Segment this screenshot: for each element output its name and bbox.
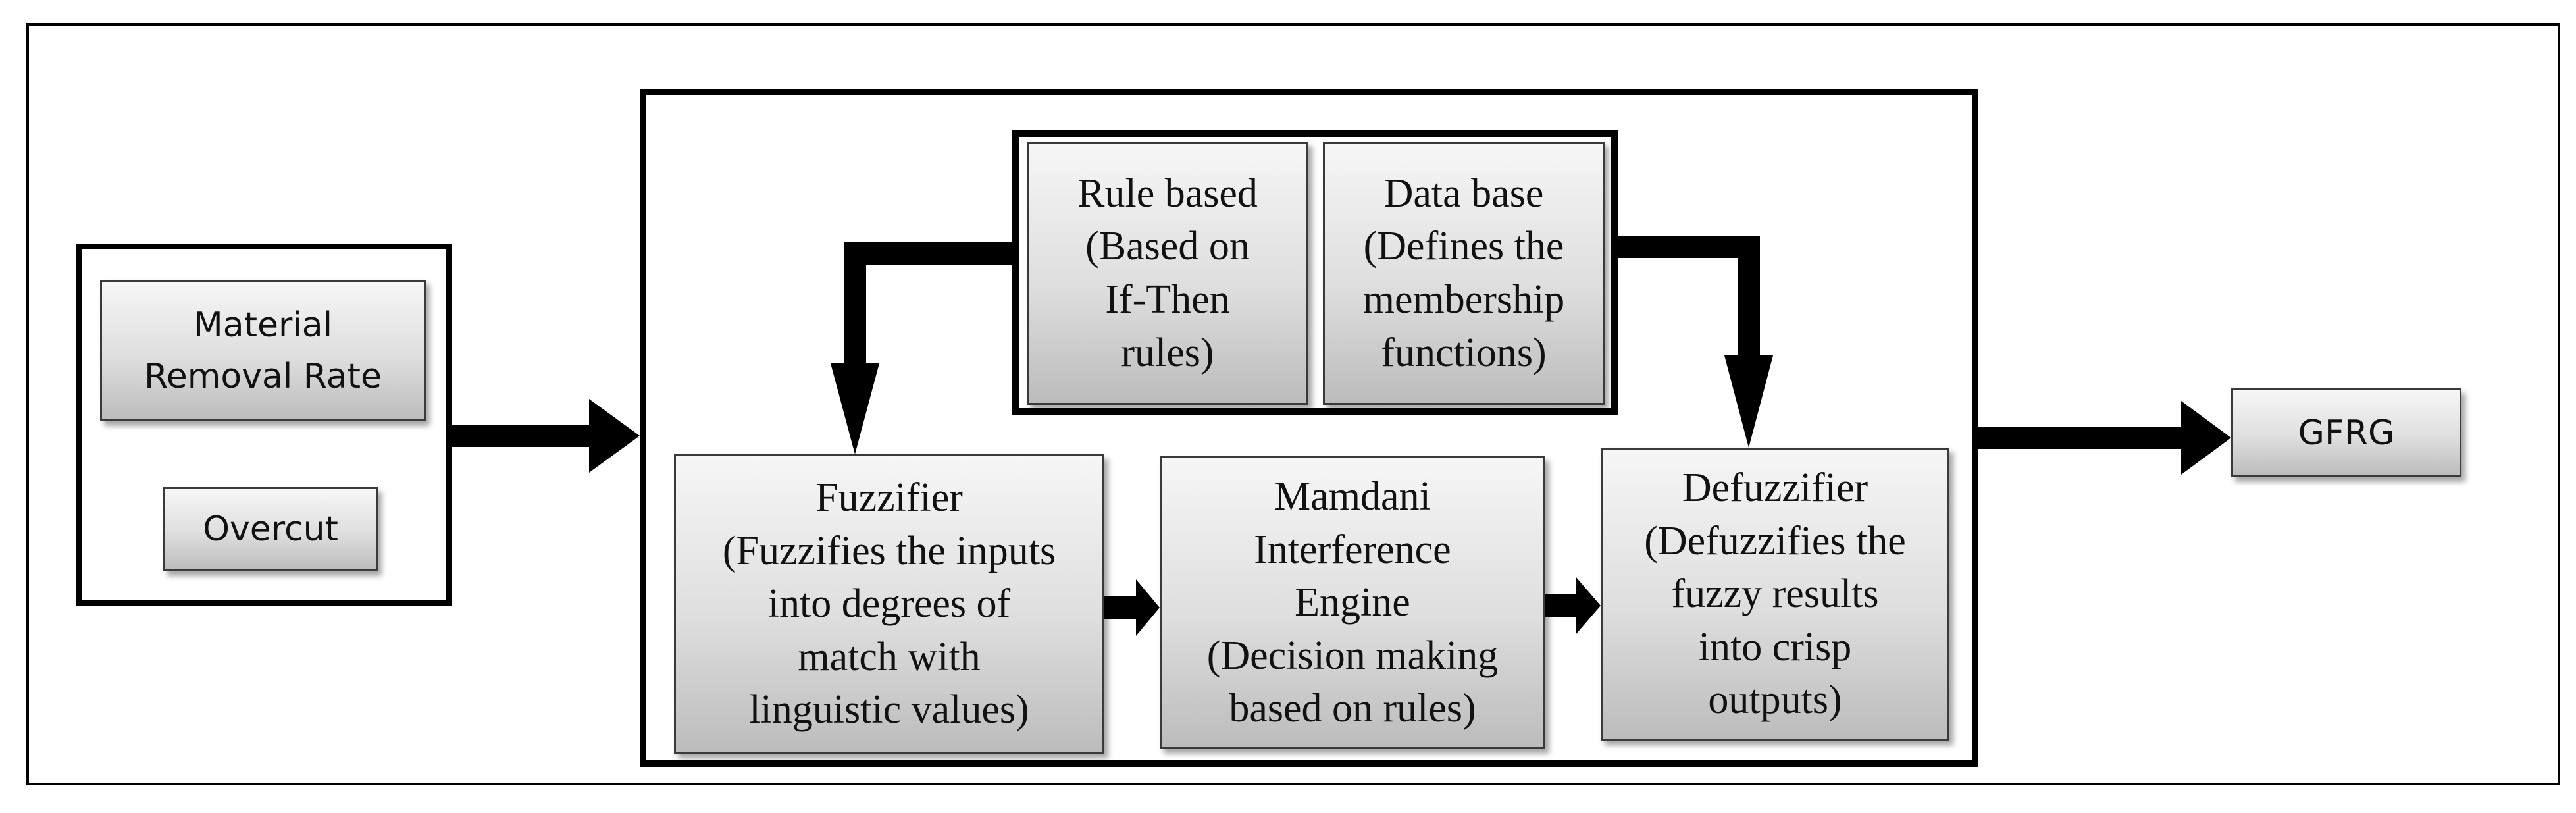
arrow-fis-to-gfrg: [1978, 401, 2231, 475]
arrow-fuzzifier-to-mamdani: [1104, 579, 1160, 636]
node-label-line: match with: [798, 634, 981, 679]
node-label-line: fuzzy results: [1671, 571, 1879, 617]
node-label-line: Mamdani: [1274, 474, 1431, 519]
fuzzy-inference-system-group: [640, 89, 1978, 767]
node-label-line: (Fuzzifies the inputs: [722, 528, 1056, 573]
node-overcut: Overcut: [163, 487, 378, 571]
node-label-line: (Decision making: [1206, 633, 1499, 678]
knowledge-base-group: [1012, 130, 1618, 415]
node-label-line: Overcut: [203, 510, 338, 549]
arrow-mamdani-to-defuzzifier: [1545, 577, 1601, 635]
node-mamdani-engine: Mamdani Interference Engine (Decision ma…: [1160, 456, 1545, 749]
node-label-line: outputs): [1708, 677, 1842, 723]
node-label-line: Defuzzifier: [1682, 465, 1868, 511]
node-label-line: Removal Rate: [143, 356, 382, 396]
node-label-line: functions): [1381, 330, 1547, 375]
arrow-inputs-to-fis: [452, 399, 640, 473]
node-defuzzifier: Defuzzifier (Defuzzifies the fuzzy resul…: [1601, 448, 1949, 741]
node-data-base: Data base (Defines the membership functi…: [1323, 142, 1605, 405]
node-label-line: based on rules): [1229, 686, 1476, 731]
arrow-rule-to-fuzzifier: [831, 242, 1012, 454]
input-group: [76, 244, 452, 606]
node-label-line: rules): [1121, 330, 1214, 375]
node-label-line: into degrees of: [767, 581, 1011, 627]
node-fuzzifier: Fuzzifier (Fuzzifies the inputs into deg…: [674, 454, 1104, 754]
node-label-line: (Defines the: [1363, 224, 1564, 269]
arrow-database-to-defuzzifier: [1618, 236, 1773, 448]
node-label-line: Interference: [1254, 527, 1451, 572]
node-label-line: GFRG: [2298, 413, 2395, 453]
node-label-line: into crisp: [1698, 624, 1852, 669]
node-label-line: linguistic values): [749, 687, 1029, 733]
node-label-line: Fuzzifier: [815, 475, 963, 521]
node-label-line: Data base: [1383, 170, 1544, 216]
node-label-line: If-Then: [1105, 277, 1230, 322]
node-gfrg: GFRG: [2231, 388, 2461, 477]
diagram-frame: [26, 23, 2560, 785]
node-material-removal-rate: Material Removal Rate: [100, 280, 426, 421]
node-label-line: (Based on: [1085, 224, 1250, 269]
node-label-line: (Defuzzifies the: [1644, 518, 1906, 564]
node-rule-based: Rule based (Based on If-Then rules): [1027, 142, 1308, 405]
node-label-line: Material: [193, 305, 333, 345]
node-label-line: membership: [1362, 277, 1565, 322]
node-label-line: Rule based: [1077, 170, 1258, 216]
node-label-line: Engine: [1295, 580, 1410, 625]
